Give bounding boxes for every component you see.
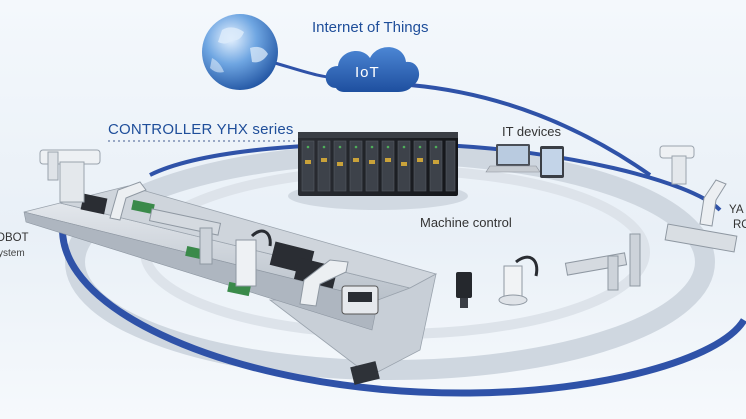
outer-blue-swoosh	[59, 198, 746, 397]
robot-label-left: OBOT	[0, 232, 29, 244]
cartesian-robot	[148, 208, 222, 265]
controller-series-label: CONTROLLER YHX series	[108, 121, 294, 138]
robot-single-axis	[664, 223, 738, 253]
scara-robot-right	[498, 255, 539, 306]
cloud-arc	[409, 83, 652, 177]
articulated-robot-2	[299, 259, 349, 307]
robot-label-right-2: RO	[733, 219, 746, 231]
scara-robot-left	[39, 149, 101, 203]
vision-camera	[456, 272, 472, 308]
iot-cloud-label: IoT	[355, 64, 380, 81]
articulated-robot-1	[109, 181, 147, 221]
system-label-left: ystem	[0, 248, 25, 259]
laptop-icon	[485, 144, 541, 173]
machine-control-label: Machine control	[420, 215, 512, 230]
tablet-icon	[540, 146, 564, 178]
globe-icon	[202, 14, 278, 90]
scara-robot-far-right	[659, 145, 695, 185]
it-devices-label: IT devices	[502, 124, 562, 139]
robot-label-right-1: YA	[729, 204, 744, 216]
cartesian-robot-right	[564, 233, 641, 291]
articulated-robot-right	[699, 179, 727, 227]
controller-rack-icon	[288, 132, 468, 210]
internet-of-things-label: Internet of Things	[312, 19, 429, 36]
scara-robot-middle	[235, 229, 272, 287]
cloud-icon	[325, 47, 420, 92]
